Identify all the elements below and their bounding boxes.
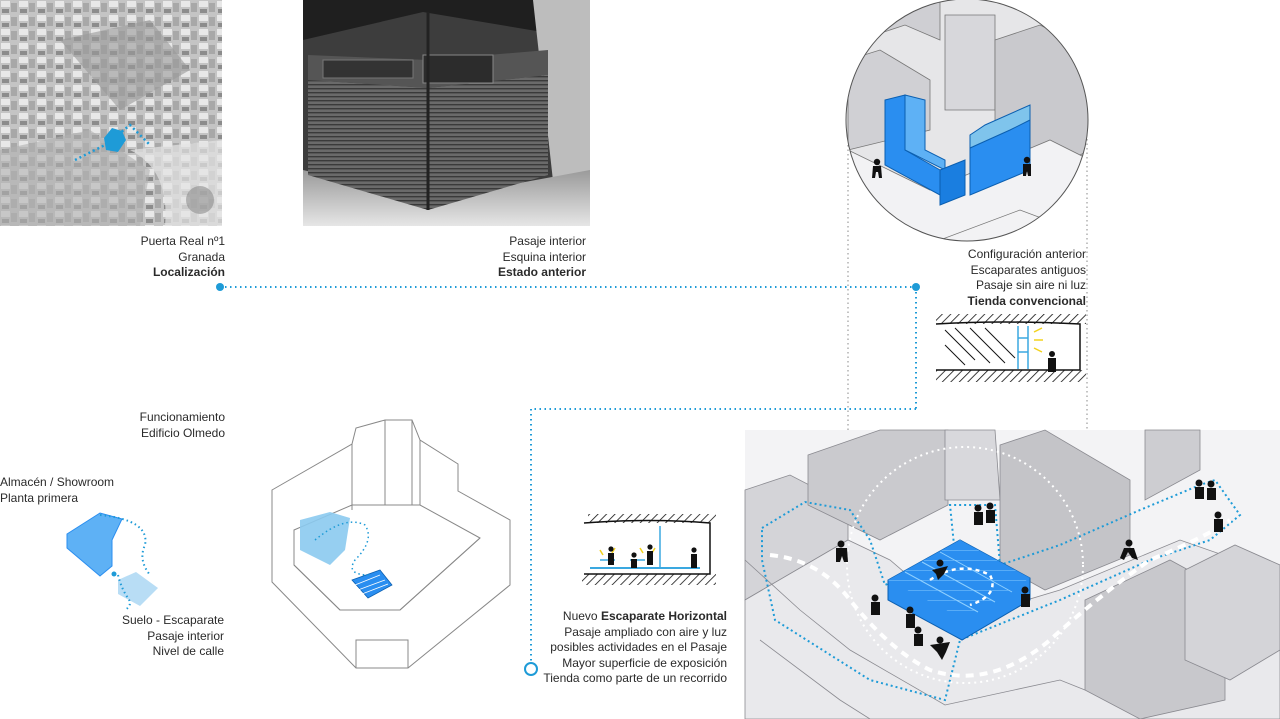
tienda-title: Tienda convencional [967, 293, 1086, 308]
people-silhouettes [836, 479, 1223, 660]
localizacion-line-1: Puerta Real nº1 [140, 234, 225, 248]
localizacion-caption: Puerta Real nº1 Granada Localización [0, 234, 225, 281]
connector-lines [220, 286, 917, 665]
estado-caption: Pasaje interior Esquina interior Estado … [386, 234, 586, 281]
almacen-line-1: Almacén / Showroom [0, 475, 115, 489]
suelo-line-3: Nivel de calle [152, 644, 224, 658]
almacen-caption: Almacén / Showroom Planta primera [0, 475, 130, 506]
nuevo-line-3: Mayor superficie de exposición [562, 655, 727, 670]
nuevo-title: Escaparate Horizontal [600, 609, 727, 623]
tienda-line-2: Escaparates antiguos [970, 262, 1086, 277]
estado-line-1: Pasaje interior [509, 234, 586, 248]
funcionamiento-line-1: Funcionamiento [139, 410, 225, 424]
connector-dot-corner [912, 283, 920, 291]
nuevo-line-2: posibles actividades en el Pasaje [550, 640, 727, 654]
nuevo-caption: Nuevo Escaparate Horizontal Pasaje ampli… [516, 609, 727, 687]
guide-lines [847, 130, 1088, 430]
interior-photo-drawing [303, 0, 590, 226]
tienda-line-1: Configuración anterior [967, 247, 1086, 261]
suelo-line-1: Suelo - Escaparate [121, 613, 224, 627]
tienda-line-3: Pasaje sin aire ni luz [975, 278, 1086, 292]
estado-title: Estado anterior [497, 265, 586, 279]
connector-dot-start [216, 283, 224, 291]
olmedo-isometric [271, 419, 511, 669]
big-axonometric [744, 429, 1280, 719]
almacen-line-2: Planta primera [0, 490, 79, 505]
sketch-escaparate-horizontal [582, 514, 716, 585]
nuevo-line-4: Tienda como parte de un recorrido [543, 671, 727, 685]
suelo-line-2: Pasaje interior [147, 628, 224, 643]
sketch-tienda-convencional [935, 314, 1086, 382]
tienda-caption: Configuración anterior Escaparates antig… [886, 247, 1086, 309]
funcionamiento-caption: Funcionamiento Edificio Olmedo [90, 410, 225, 441]
nuevo-line-1: Pasaje ampliado con aire y luz [564, 624, 727, 639]
circle-vignette [846, 0, 1088, 241]
olmedo-highlight [300, 512, 393, 599]
estado-line-2: Esquina interior [502, 249, 586, 264]
suelo-caption: Suelo - Escaparate Pasaje interior Nivel… [100, 613, 224, 660]
connector-dot-end [524, 662, 538, 676]
aerial-photo [0, 0, 222, 226]
aerial-photo-drawing [0, 0, 222, 226]
localizacion-title: Localización [152, 265, 225, 279]
almacen-diagram [66, 512, 158, 611]
funcionamiento-line-2: Edificio Olmedo [140, 425, 225, 440]
nuevo-prefix: Nuevo [562, 609, 601, 623]
localizacion-line-2: Granada [178, 249, 225, 264]
interior-photo [303, 0, 590, 226]
